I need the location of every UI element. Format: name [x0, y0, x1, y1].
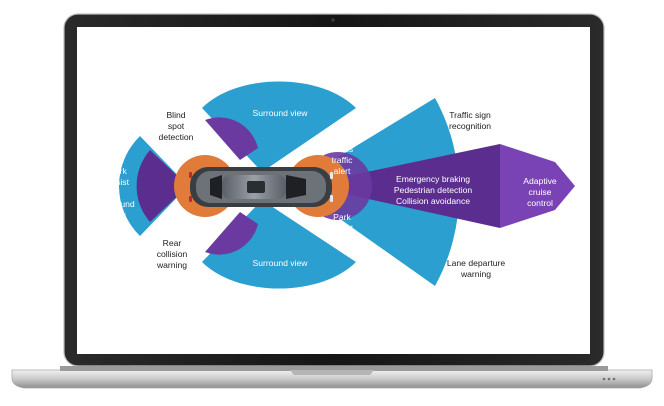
status-lights-icon	[602, 377, 616, 381]
rear-collision-zone	[136, 150, 188, 222]
svg-text:detection: detection	[159, 132, 194, 142]
svg-text:Rear: Rear	[163, 238, 182, 248]
svg-text:assist: assist	[331, 223, 354, 233]
car-top-view	[189, 167, 333, 207]
svg-text:warning: warning	[460, 269, 491, 279]
svg-text:traffic: traffic	[332, 155, 354, 165]
label-pedestrian-detection: Pedestrian detection	[394, 185, 473, 195]
svg-text:Blind: Blind	[166, 110, 185, 120]
svg-text:alert: alert	[334, 166, 351, 176]
adaptive-cruise-zone	[500, 144, 575, 228]
blind-spot-zone-top	[205, 117, 258, 160]
label-collision-avoidance: Collision avoidance	[396, 196, 470, 206]
camera-dot-icon	[331, 18, 335, 22]
label-surround-view-rear: Surround view	[99, 199, 135, 220]
svg-text:Lane departure: Lane departure	[447, 258, 506, 268]
laptop-base	[11, 369, 653, 389]
svg-text:collision: collision	[157, 249, 188, 259]
svg-text:Surround: Surround	[99, 199, 135, 209]
trackpad-notch	[290, 370, 374, 375]
svg-text:control: control	[527, 198, 553, 208]
label-lane-departure: Lane departure warning	[447, 258, 506, 279]
svg-text:spot: spot	[168, 121, 185, 131]
label-traffic-sign: Traffic sign recognition	[449, 110, 491, 131]
svg-text:Park: Park	[333, 212, 351, 222]
svg-text:Park: Park	[109, 166, 127, 176]
surround-view-top-zone	[202, 81, 356, 172]
surround-view-bottom-zone	[202, 200, 356, 289]
blind-spot-zone-bottom	[205, 212, 258, 255]
svg-text:warning: warning	[156, 260, 187, 270]
svg-text:assist: assist	[107, 177, 130, 187]
svg-text:Traffic sign: Traffic sign	[449, 110, 491, 120]
front-radar-zone	[305, 144, 500, 228]
label-emergency-braking: Emergency braking	[396, 174, 470, 184]
svg-text:view: view	[108, 210, 126, 220]
label-park-assist-front: Park assist	[331, 212, 354, 233]
svg-text:cruise: cruise	[529, 187, 552, 197]
adas-diagram: Traffic sign recognition Blind spot dete…	[99, 81, 575, 289]
svg-text:Cross: Cross	[331, 144, 353, 154]
label-rear-collision: Rear collision warning	[156, 238, 188, 270]
laptop-hinge	[60, 366, 608, 371]
svg-text:Adaptive: Adaptive	[523, 176, 557, 186]
label-surround-view-top: Surround view	[253, 108, 309, 118]
svg-text:recognition: recognition	[449, 121, 491, 131]
label-blind-spot: Blind spot detection	[159, 110, 194, 142]
label-cross-traffic: Cross traffic alert	[331, 144, 353, 176]
label-park-assist-rear: Park assist	[107, 166, 130, 187]
label-adaptive-cruise: Adaptive cruise control	[523, 176, 557, 208]
label-surround-view-bottom: Surround view	[253, 258, 309, 268]
